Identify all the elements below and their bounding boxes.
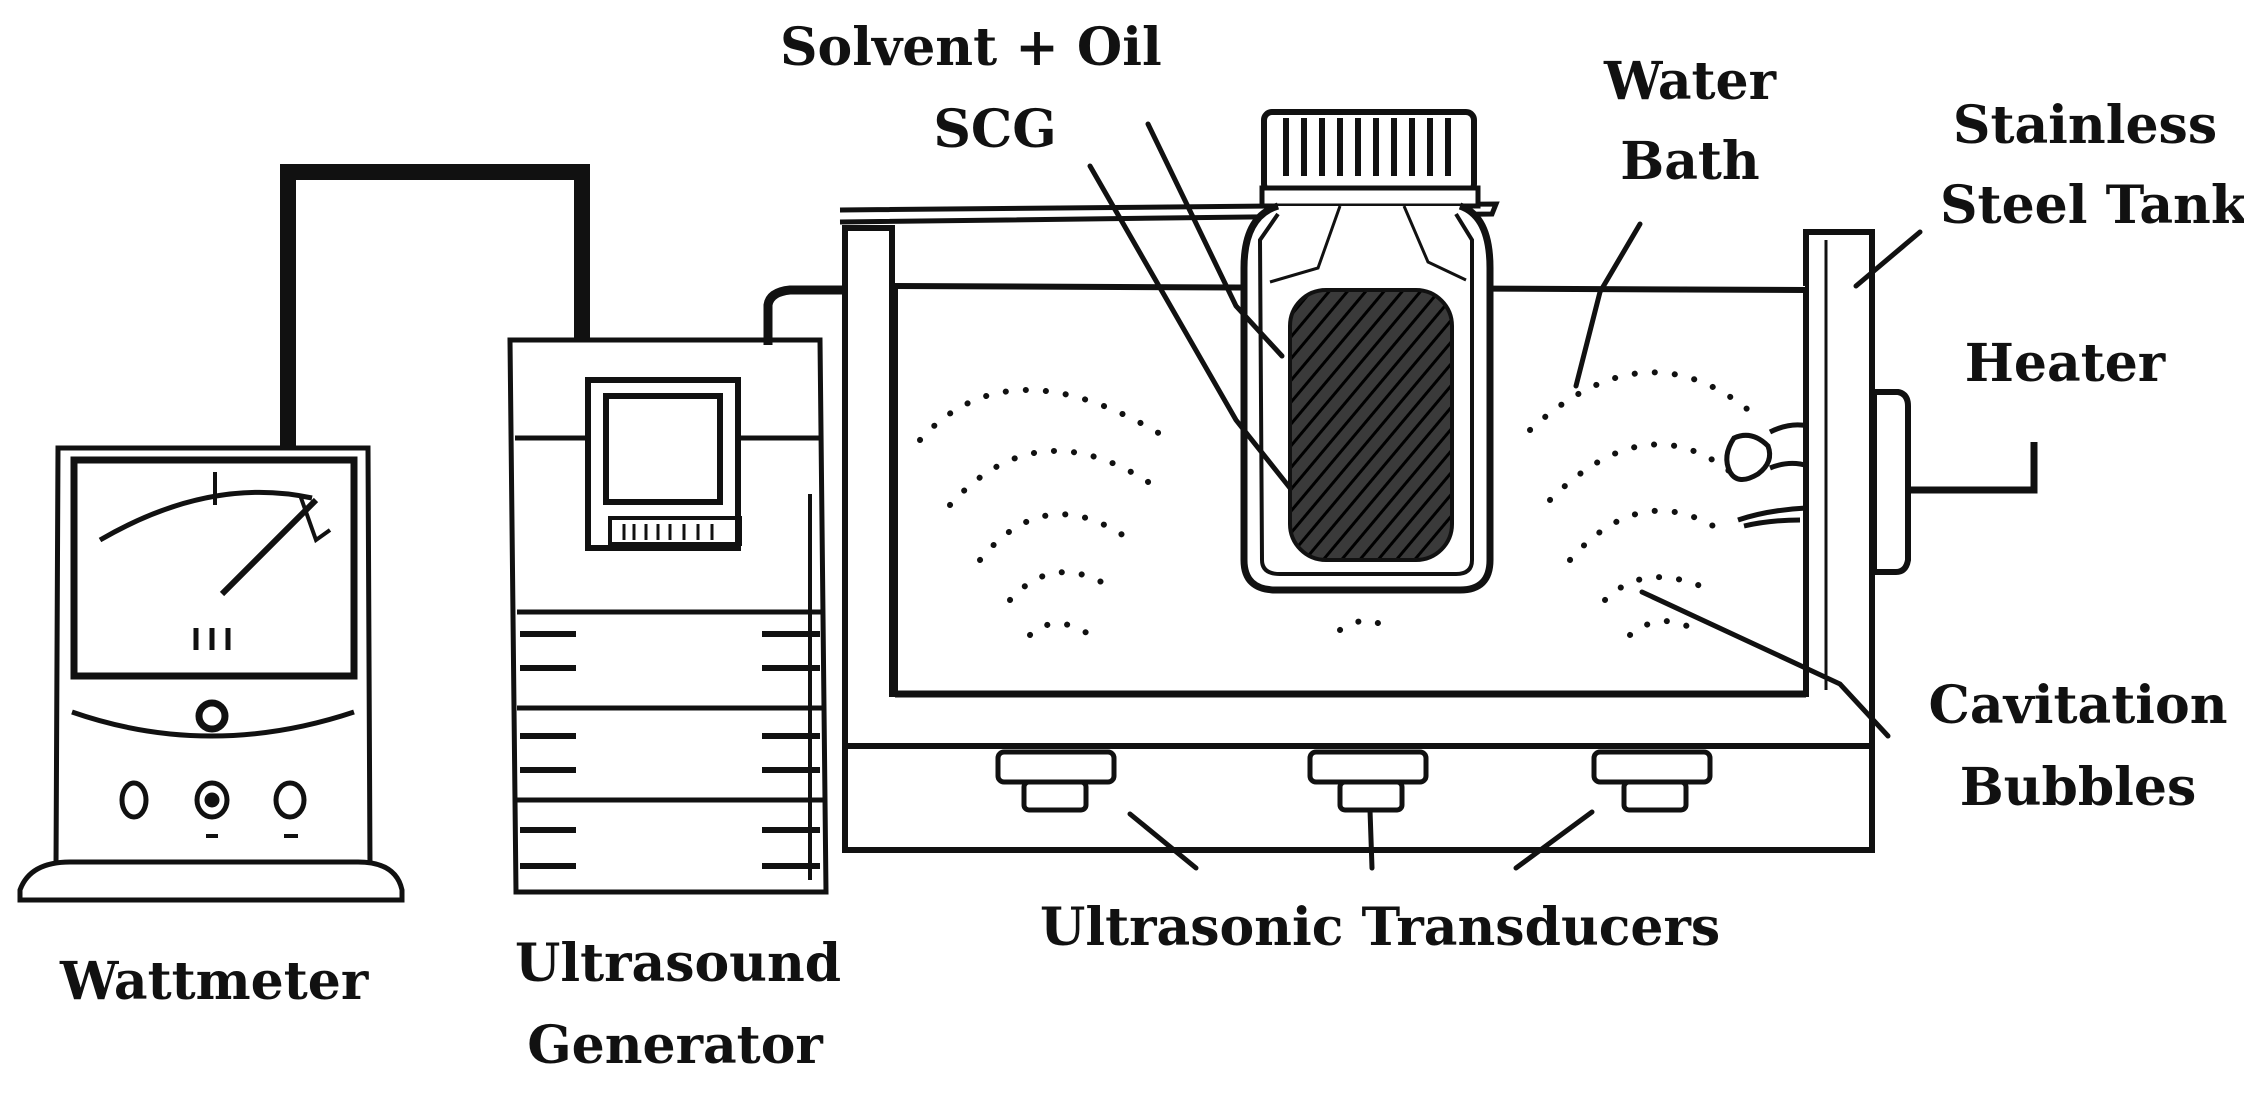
heating-coil-icon (1724, 422, 1809, 529)
label-bubbles: Bubbles (1959, 757, 2197, 818)
transducer-cable (763, 285, 845, 345)
label-solvent-oil: Solvent + Oil (780, 17, 1162, 78)
leader-solvent-oil (1145, 121, 1285, 359)
ultrasound-generator (507, 337, 829, 895)
heater (1871, 389, 2038, 575)
label-scg: SCG (933, 99, 1057, 160)
wattmeter (17, 445, 405, 903)
label-steel-tank: Steel Tank (1940, 175, 2244, 236)
label-water: Water (1603, 51, 1777, 112)
label-ultrasound: Ultrasound (515, 933, 842, 994)
leader-scg (1087, 163, 1293, 491)
wattmeter-knob-icons (119, 780, 307, 838)
label-heater: Heater (1964, 333, 2166, 394)
scg-sample-fill (1288, 288, 1454, 562)
label-cavitation: Cavitation (1928, 675, 2228, 736)
sample-bottle (1240, 109, 1494, 594)
label-generator: Generator (527, 1015, 823, 1076)
generator-vent-slots (520, 631, 820, 869)
leader-stainless (1853, 229, 1923, 289)
ultrasonic-transducer-icons (995, 749, 1713, 813)
label-stainless: Stainless (1952, 95, 2218, 156)
leader-cavitation (1639, 589, 1891, 739)
leader-transducer-3 (1513, 809, 1595, 871)
leader-transducer-2 (1367, 807, 1375, 871)
label-wattmeter: Wattmeter (60, 951, 369, 1012)
cavitation-bubbles (917, 369, 1763, 638)
power-cable (280, 164, 590, 448)
generator-display-digits (622, 524, 714, 540)
leader-water-bath (1573, 221, 1643, 389)
wattmeter-main-knob-icon (195, 699, 229, 733)
meter-scale-marks (193, 628, 231, 650)
leader-transducer-1 (1127, 811, 1199, 871)
label-ultrasonic-transducers: Ultrasonic Transducers (1040, 897, 1721, 958)
label-bath: Bath (1620, 131, 1760, 192)
leader-lines (1087, 121, 1923, 871)
